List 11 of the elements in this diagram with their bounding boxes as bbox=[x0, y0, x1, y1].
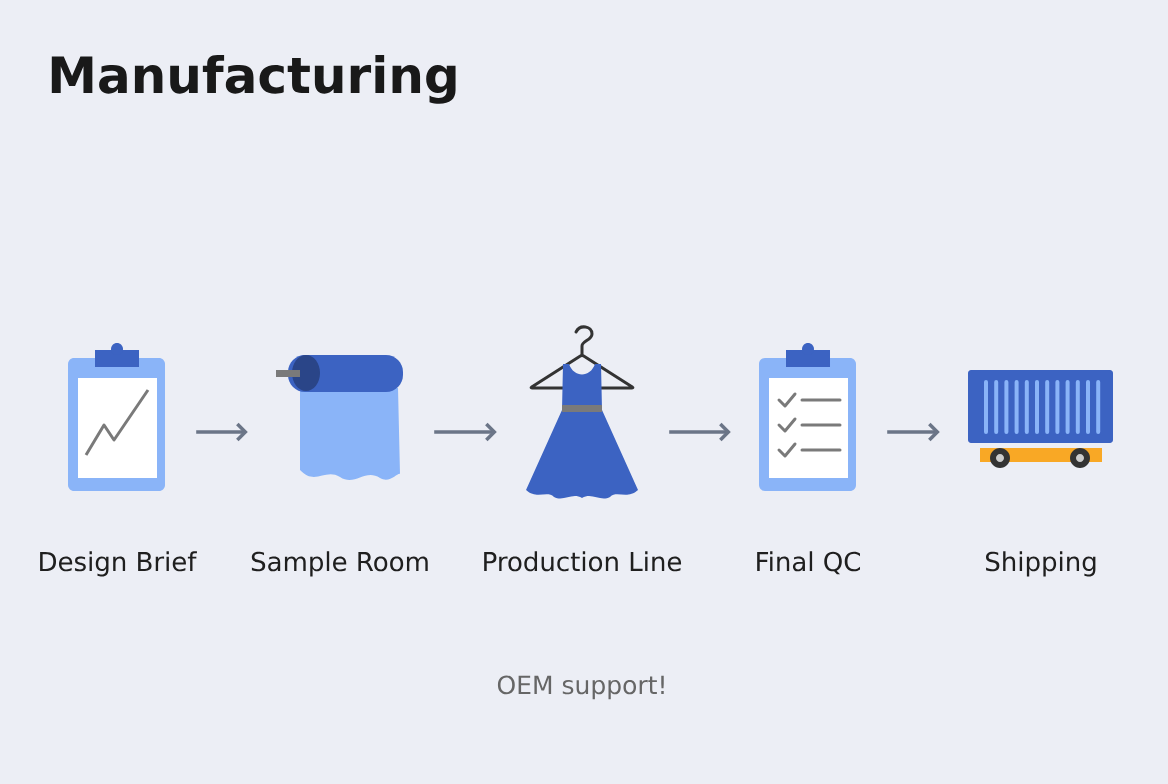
title: Manufacturing bbox=[51, 55, 456, 104]
step-label: Shipping bbox=[986, 551, 1096, 577]
note: OEM support! bbox=[497, 675, 664, 700]
step-label: Production Line bbox=[484, 551, 682, 572]
step-label: Design Brief bbox=[40, 551, 197, 577]
arrow bbox=[887, 422, 940, 442]
step-label: Final QC bbox=[757, 551, 860, 575]
arrow bbox=[196, 422, 248, 442]
arrow bbox=[434, 422, 497, 442]
arrow bbox=[669, 422, 731, 442]
step-label: Sample Room bbox=[251, 551, 428, 577]
